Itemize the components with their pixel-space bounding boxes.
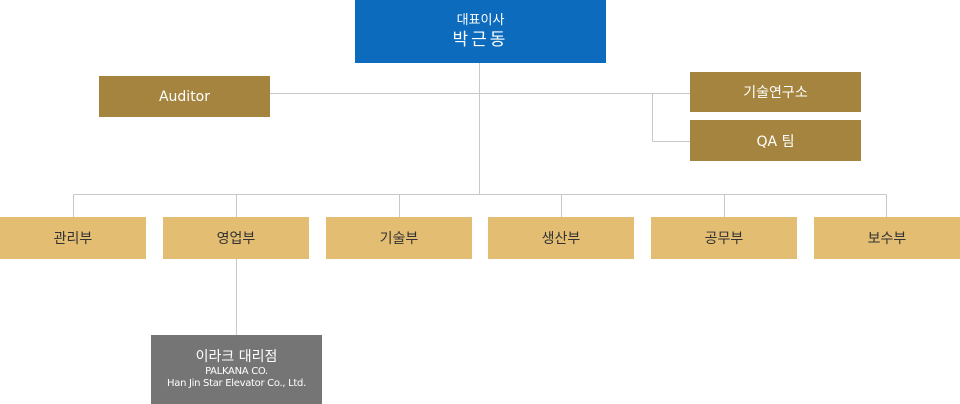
agency-name: 이라크 대리점 [195, 349, 278, 365]
iraq-agency-box: 이라크 대리점 PALKANA CO. Han Jin Star Elevato… [151, 335, 322, 404]
dept-production: 생산부 [488, 217, 634, 259]
dept-construction: 공무부 [651, 217, 797, 259]
qa-team-box: QA 팀 [690, 120, 861, 161]
ceo-name: 박근동 [452, 29, 509, 50]
dept-management: 관리부 [0, 217, 146, 259]
ceo-box: 대표이사 박근동 [355, 0, 606, 63]
agency-line1: PALKANA CO. [205, 366, 268, 377]
dept-maintenance: 보수부 [814, 217, 960, 259]
lab-box: 기술연구소 [690, 72, 861, 112]
dept-engineering: 기술부 [326, 217, 472, 259]
agency-line2: Han Jin Star Elevator Co., Ltd. [167, 378, 306, 389]
ceo-title: 대표이사 [456, 12, 505, 28]
auditor-box: Auditor [99, 76, 270, 117]
dept-sales: 영업부 [163, 217, 309, 259]
